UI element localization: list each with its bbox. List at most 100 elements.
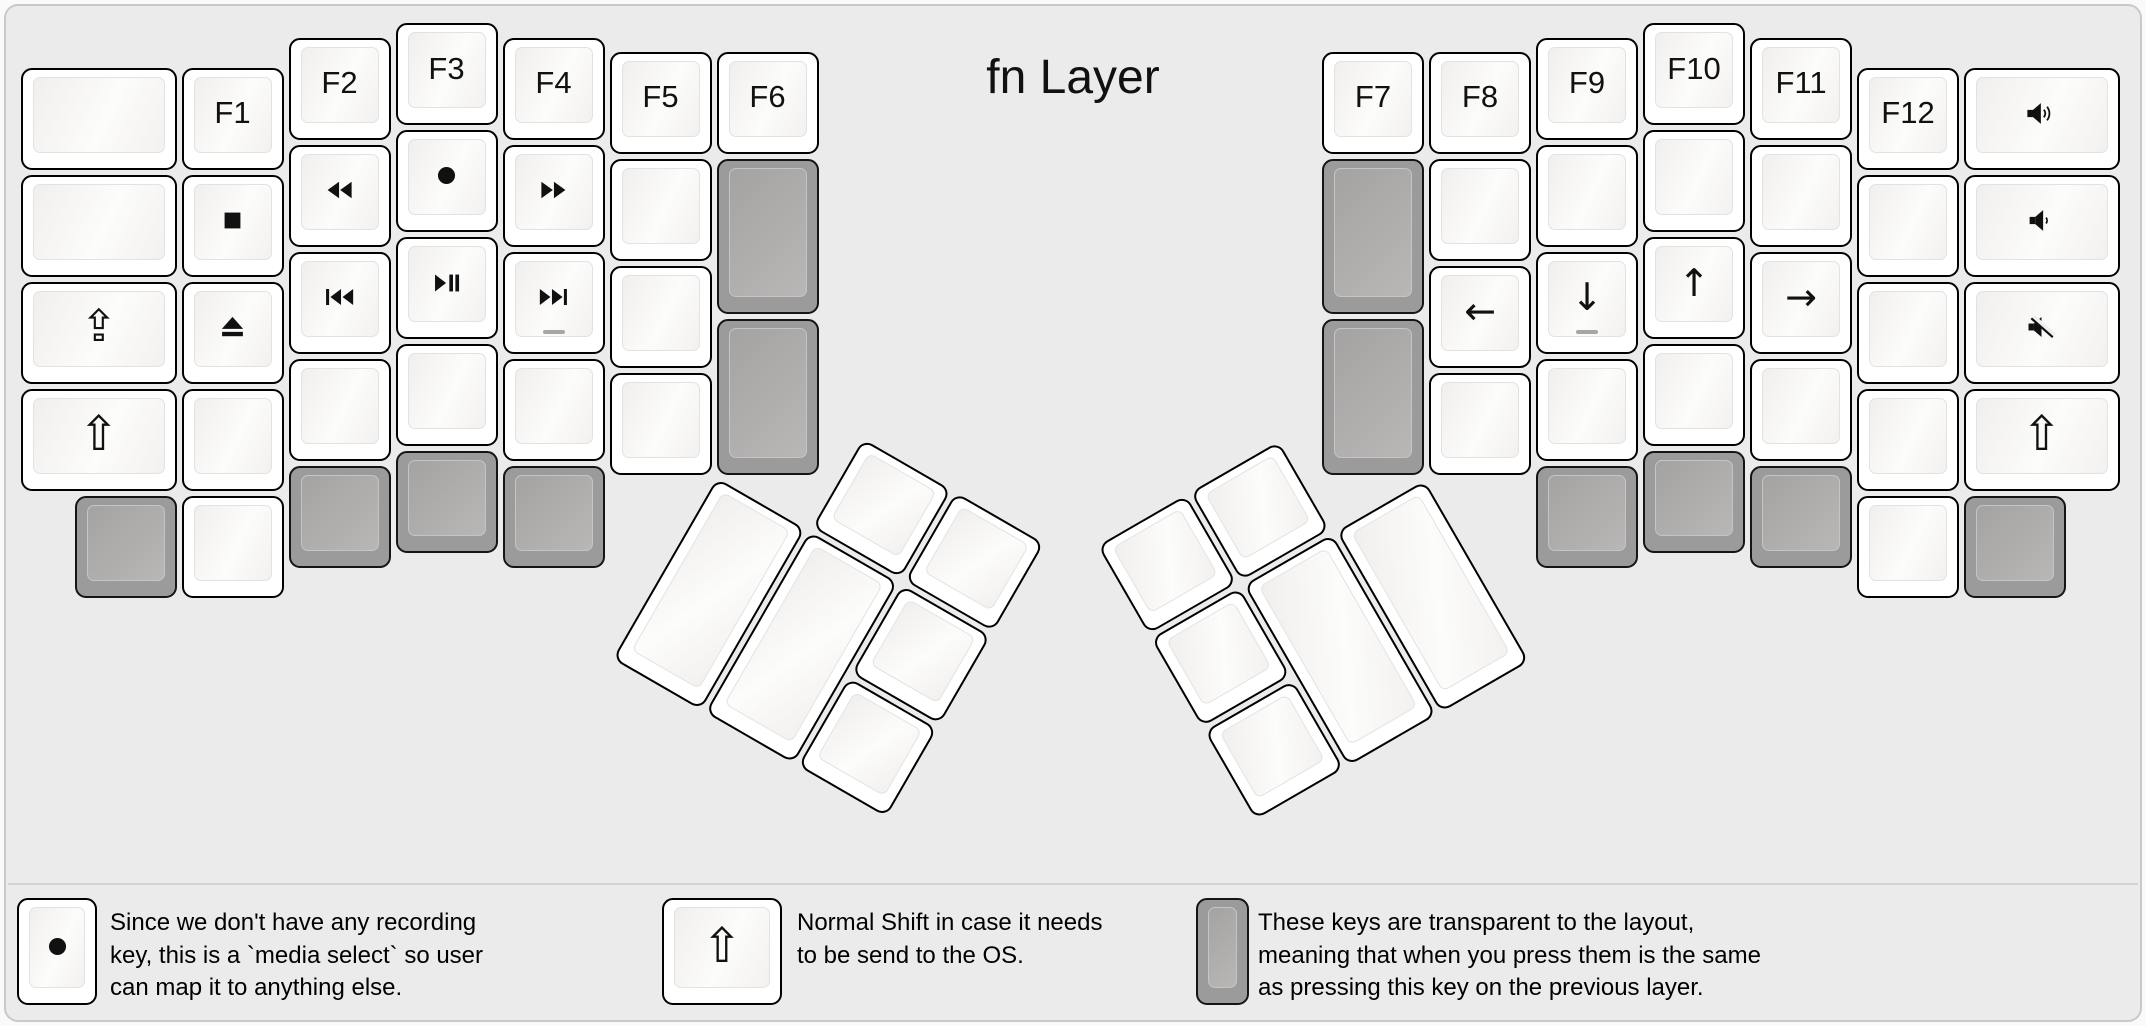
key-blank[interactable] (1643, 344, 1745, 446)
key-stop[interactable] (181, 174, 284, 277)
keytop-surface (1548, 260, 1626, 337)
legend-key-shift[interactable]: ⇧ (662, 898, 782, 1005)
keytop-surface (1334, 60, 1412, 137)
key-blank[interactable] (1857, 174, 1959, 277)
key-play-pause[interactable] (395, 237, 498, 339)
keytop-surface (1655, 460, 1733, 536)
key-arrow-left[interactable]: ← (1429, 265, 1531, 368)
key-transparent[interactable] (502, 465, 605, 568)
key-transparent[interactable] (288, 465, 391, 568)
key-blank[interactable] (609, 158, 712, 261)
key-f9[interactable]: F9 (1536, 37, 1638, 140)
key-f8[interactable]: F8 (1429, 51, 1531, 154)
key-f12[interactable]: F12 (1857, 67, 1959, 170)
keytop-surface (1762, 260, 1840, 337)
key-arrow-up[interactable]: ↑ (1643, 237, 1745, 339)
legend-line: as pressing this key on the previous lay… (1258, 974, 1704, 1001)
arrow-up-icon: ↑ (1678, 260, 1710, 305)
key-f4[interactable]: F4 (502, 37, 605, 140)
key-arrow-right[interactable]: → (1750, 251, 1852, 354)
keytop-surface (1976, 504, 2054, 581)
key-f6[interactable]: F6 (716, 51, 819, 154)
key-f10[interactable]: F10 (1643, 23, 1745, 125)
keytop-surface (193, 397, 272, 474)
key-transparent[interactable] (395, 451, 498, 553)
key-volume-up[interactable] (1964, 67, 2120, 170)
keytop-surface (514, 474, 593, 551)
key-shift[interactable]: ⇧ (1964, 388, 2120, 491)
key-transparent[interactable] (716, 319, 819, 475)
key-label: F4 (535, 65, 572, 101)
key-label: F9 (1568, 65, 1606, 101)
key-blank[interactable] (395, 344, 498, 446)
key-transparent[interactable] (1536, 465, 1638, 568)
keytop-surface (1441, 167, 1519, 244)
legend-line: Normal Shift in case it needs (797, 909, 1103, 936)
key-blank[interactable] (1536, 358, 1638, 461)
mute-icon (1966, 284, 2118, 371)
key-f11[interactable]: F11 (1750, 37, 1852, 140)
key-blank[interactable] (21, 174, 177, 277)
key-blank[interactable] (1536, 144, 1638, 247)
legend-key-record[interactable] (17, 898, 97, 1005)
key-shift[interactable]: ⇧ (21, 388, 177, 491)
key-blank[interactable] (288, 358, 391, 461)
key-rewind[interactable] (288, 144, 391, 247)
keytop-surface (514, 153, 593, 230)
key-mute[interactable] (1964, 281, 2120, 384)
keytop-surface (1655, 353, 1733, 429)
legend-key-transparent[interactable] (1196, 898, 1249, 1005)
keytop-surface (1548, 367, 1626, 444)
key-f3[interactable]: F3 (395, 23, 498, 125)
key-blank[interactable] (1857, 281, 1959, 384)
arrow-down-icon: ↓ (1571, 275, 1603, 320)
key-eject[interactable] (181, 281, 284, 384)
key-transparent[interactable] (1322, 319, 1424, 475)
eject-icon (184, 284, 282, 371)
key-next-track[interactable] (502, 251, 605, 354)
keytop-surface (407, 32, 486, 108)
legend-line: These keys are transparent to the layout… (1258, 909, 1695, 936)
key-blank[interactable] (609, 372, 712, 475)
key-blank[interactable] (1429, 158, 1531, 261)
key-transparent[interactable] (716, 158, 819, 315)
key-blank[interactable] (21, 67, 177, 170)
key-f1[interactable]: F1 (181, 67, 284, 170)
key-blank[interactable] (181, 388, 284, 491)
key-transparent[interactable] (1750, 465, 1852, 568)
key-blank[interactable] (1429, 372, 1531, 475)
keytop-surface (86, 504, 165, 581)
rewind-icon (291, 147, 389, 234)
key-transparent[interactable] (74, 495, 177, 598)
keytop-surface (1334, 167, 1412, 298)
key-blank[interactable] (1643, 130, 1745, 232)
legend-line: to be send to the OS. (797, 941, 1024, 969)
key-blank[interactable] (1750, 358, 1852, 461)
key-transparent[interactable] (1322, 158, 1424, 315)
record-icon (398, 132, 496, 219)
key-blank[interactable] (502, 358, 605, 461)
play-pause-icon (398, 239, 496, 326)
stop-icon (184, 177, 282, 264)
key-prev-track[interactable] (288, 251, 391, 354)
key-f2[interactable]: F2 (288, 37, 391, 140)
key-blank[interactable] (609, 265, 712, 368)
key-blank[interactable] (1857, 495, 1959, 598)
keytop-surface (621, 167, 700, 244)
key-arrow-down[interactable]: ↓ (1536, 251, 1638, 354)
keytop-surface (728, 60, 807, 137)
key-blank[interactable] (1750, 144, 1852, 247)
key-record[interactable] (395, 130, 498, 232)
key-blank[interactable] (181, 495, 284, 598)
key-blank[interactable] (1857, 388, 1959, 491)
keytop-surface (300, 367, 379, 444)
prev-track-icon (291, 254, 389, 341)
key-f7[interactable]: F7 (1322, 51, 1424, 154)
key-fast-forward[interactable] (502, 144, 605, 247)
key-transparent[interactable] (1964, 495, 2066, 598)
key-transparent[interactable] (1643, 451, 1745, 553)
key-volume-down[interactable] (1964, 174, 2120, 277)
key-f5[interactable]: F5 (609, 51, 712, 154)
homing-bar (1576, 329, 1598, 334)
key-caps-lock[interactable]: ⇪ (21, 281, 177, 384)
